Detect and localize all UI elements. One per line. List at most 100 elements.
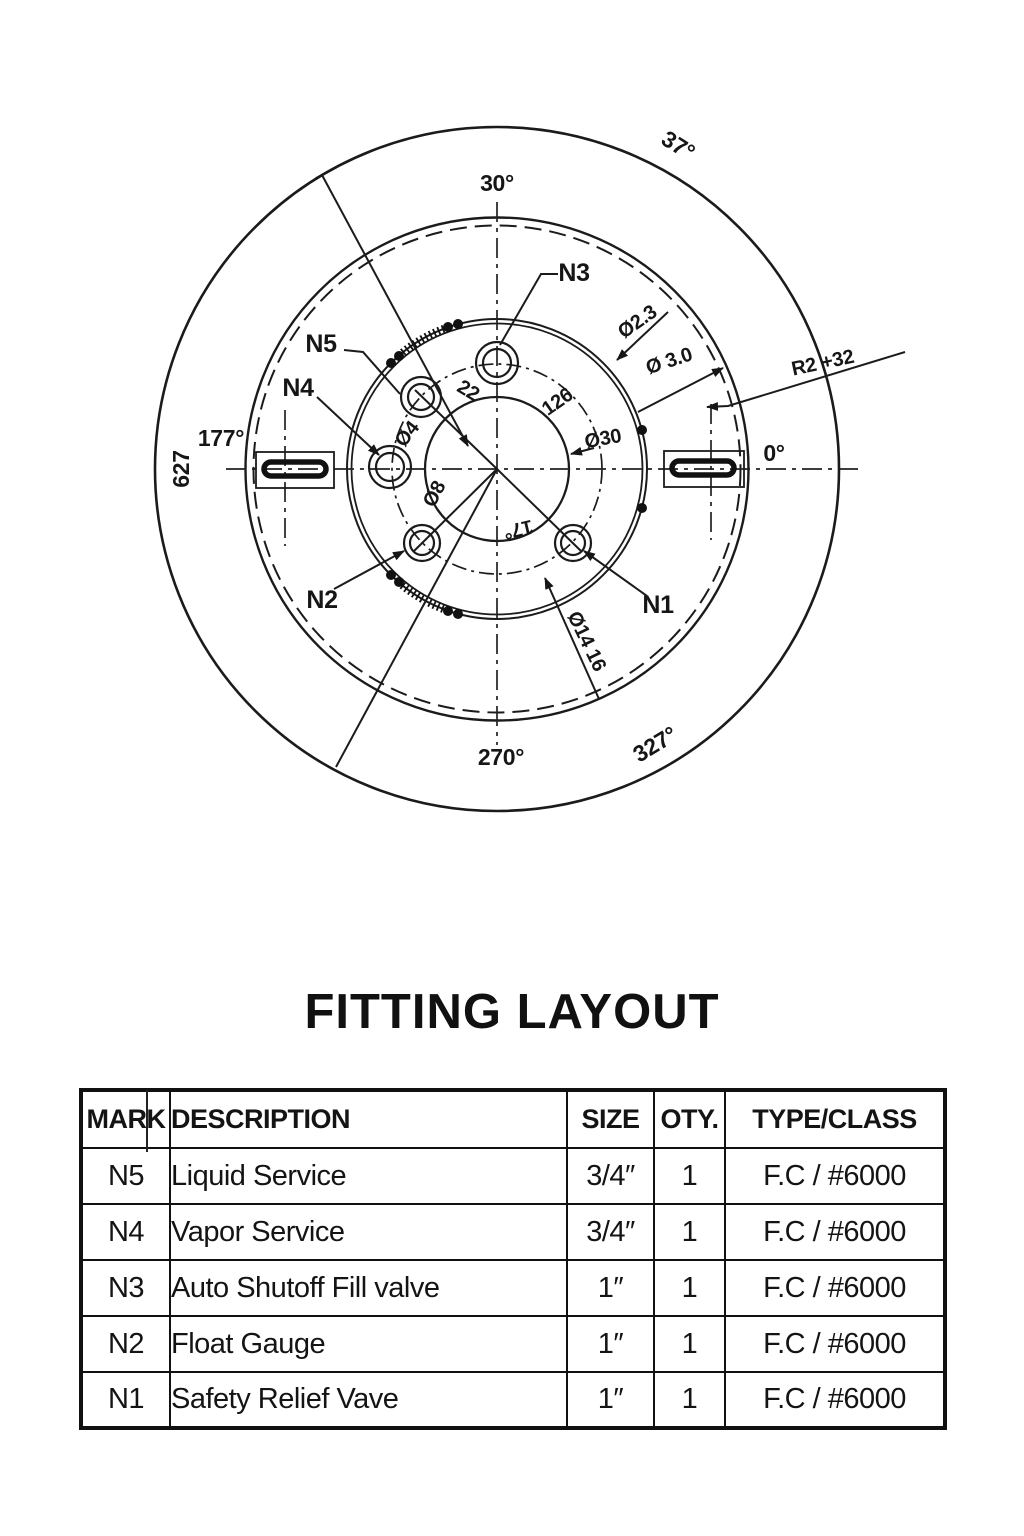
flange-dot bbox=[637, 425, 647, 435]
lower-hatch-arc bbox=[395, 579, 450, 615]
leader-n4 bbox=[316, 396, 380, 456]
dim-label-hole-small: Ø2.3 bbox=[614, 301, 661, 343]
right-slot-box bbox=[663, 450, 745, 488]
description-cell: Safety Relief Vave bbox=[169, 1371, 568, 1429]
radial-line-group bbox=[154, 170, 840, 775]
size-cell: 1″ bbox=[566, 1315, 655, 1373]
mark-cell: N4 bbox=[80, 1203, 171, 1261]
angle-label-top: 30° bbox=[480, 170, 514, 196]
leader-n2 bbox=[333, 550, 405, 590]
type-class-cell: F.C / #6000 bbox=[724, 1259, 946, 1317]
type-class-cell: F.C / #6000 bbox=[724, 1315, 946, 1373]
type-class-cell: F.C / #6000 bbox=[724, 1203, 946, 1261]
left-slot-box bbox=[255, 451, 335, 489]
angle-label-left: 177° bbox=[198, 425, 244, 451]
nozzle-label-n4: N4 bbox=[282, 374, 314, 402]
header-size: SIZE bbox=[566, 1089, 655, 1149]
mark-cell: N5 bbox=[80, 1147, 171, 1205]
header-mark: MARK bbox=[80, 1089, 171, 1149]
size-cell: 1″ bbox=[566, 1371, 655, 1429]
type-class-cell: F.C / #6000 bbox=[724, 1147, 946, 1205]
flange-dot bbox=[443, 322, 453, 332]
leader-d23 bbox=[616, 311, 669, 361]
leader-line-group bbox=[316, 273, 906, 700]
radial-to-n5 bbox=[414, 389, 498, 470]
table-header-row: MARK DESCRIPTION SIZE OTY. TYPE/CLASS bbox=[80, 1089, 946, 1149]
nozzle-n5-hole-inner bbox=[406, 382, 436, 412]
leader-d30-small bbox=[570, 446, 595, 456]
dim-label-radius-note: R2 +32 bbox=[790, 346, 857, 381]
angle-label-bottom: 270° bbox=[478, 744, 524, 770]
fitting-layout-svg: 30° 37° 177° 0° 270° 327° 627 N3 N5 N4 N… bbox=[153, 125, 906, 813]
description-cell: Auto Shutoff Fill valve bbox=[169, 1259, 568, 1317]
leader-r2 bbox=[706, 351, 906, 411]
flange-dot bbox=[386, 570, 396, 580]
flange-dot bbox=[443, 606, 453, 616]
qty-cell: 1 bbox=[653, 1259, 726, 1317]
radial-to-n2 bbox=[412, 468, 498, 553]
nozzle-n4-hole-inner bbox=[374, 451, 406, 483]
description-cell: Liquid Service bbox=[169, 1147, 568, 1205]
table-row: N4 Vapor Service 3/4″ 1 F.C / #6000 bbox=[80, 1203, 946, 1261]
description-cell: Float Gauge bbox=[169, 1315, 568, 1373]
flange-dot bbox=[394, 351, 404, 361]
flange-dot bbox=[453, 319, 463, 329]
radial-lower-left bbox=[335, 468, 498, 768]
radial-to-n1 bbox=[496, 468, 583, 553]
nozzle-label-n5: N5 bbox=[305, 330, 337, 358]
mark-cell: N2 bbox=[80, 1315, 171, 1373]
outer-diameter-label: 627 bbox=[168, 450, 194, 487]
angle-label-top-right: 37° bbox=[657, 125, 700, 165]
nozzle-n1-hole-inner bbox=[559, 529, 587, 557]
tick-lower-left bbox=[328, 765, 342, 775]
header-type-class: TYPE/CLASS bbox=[724, 1089, 946, 1149]
nozzle-label-n2: N2 bbox=[306, 586, 337, 614]
leader-n5 bbox=[343, 349, 401, 395]
fitting-table: MARK DESCRIPTION SIZE OTY. TYPE/CLASS N5… bbox=[79, 1088, 947, 1430]
qty-cell: 1 bbox=[653, 1147, 726, 1205]
qty-cell: 1 bbox=[653, 1203, 726, 1261]
dim-label-angle-17: 17° bbox=[501, 515, 535, 543]
qty-cell: 1 bbox=[653, 1315, 726, 1373]
dim-line-22 bbox=[321, 174, 469, 447]
slot-group bbox=[255, 450, 745, 489]
header-description: DESCRIPTION bbox=[169, 1089, 568, 1149]
nozzle-n3-hole-inner bbox=[481, 347, 513, 379]
nozzle-hole-group bbox=[367, 340, 593, 563]
label-group: 30° 37° 177° 0° 270° 327° 627 N3 N5 N4 N… bbox=[168, 125, 856, 770]
angle-label-bottom-right: 327° bbox=[628, 721, 681, 767]
mark-cell: N3 bbox=[80, 1259, 171, 1317]
table-row: N5 Liquid Service 3/4″ 1 F.C / #6000 bbox=[80, 1147, 946, 1205]
left-slot bbox=[261, 459, 329, 479]
fitting-layout-drawing: 30° 37° 177° 0° 270° 327° 627 N3 N5 N4 N… bbox=[153, 125, 906, 813]
nozzle-n2-hole-inner bbox=[408, 529, 436, 557]
description-cell: Vapor Service bbox=[169, 1203, 568, 1261]
leader-n1 bbox=[583, 550, 648, 597]
size-cell: 3/4″ bbox=[566, 1147, 655, 1205]
right-slot bbox=[669, 458, 737, 478]
dim-label-center-hole: Ø30 bbox=[583, 425, 623, 453]
tick-upper-left bbox=[315, 170, 329, 180]
hatch-arc-group bbox=[395, 323, 450, 615]
size-cell: 3/4″ bbox=[566, 1203, 655, 1261]
dim-label-hole-mid: Ø 3.0 bbox=[643, 343, 695, 379]
nozzle-n5-hole-outer bbox=[399, 375, 443, 419]
nozzle-n1-hole-outer bbox=[553, 523, 593, 563]
nozzle-label-n3: N3 bbox=[558, 259, 589, 287]
flange-dot-group bbox=[386, 319, 647, 619]
leader-d30 bbox=[637, 367, 724, 413]
dim-label-bolt-holes: Ø14 16 bbox=[563, 608, 611, 675]
header-qty: OTY. bbox=[653, 1089, 726, 1149]
nozzle-n4-hole-outer bbox=[367, 444, 413, 490]
leader-d1416 bbox=[544, 577, 600, 700]
mark-cell: N1 bbox=[80, 1371, 171, 1429]
page-title: FITTING LAYOUT bbox=[304, 985, 720, 1039]
table-row: N1 Safety Relief Vave 1″ 1 F.C / #6000 bbox=[80, 1371, 946, 1429]
nozzle-label-n1: N1 bbox=[642, 591, 674, 619]
upper-hatch-arc bbox=[395, 323, 450, 359]
scan-artifact-line bbox=[146, 1090, 148, 1152]
angle-label-right: 0° bbox=[763, 440, 784, 466]
nozzle-n2-hole-outer bbox=[402, 523, 442, 563]
flange-dot bbox=[453, 609, 463, 619]
